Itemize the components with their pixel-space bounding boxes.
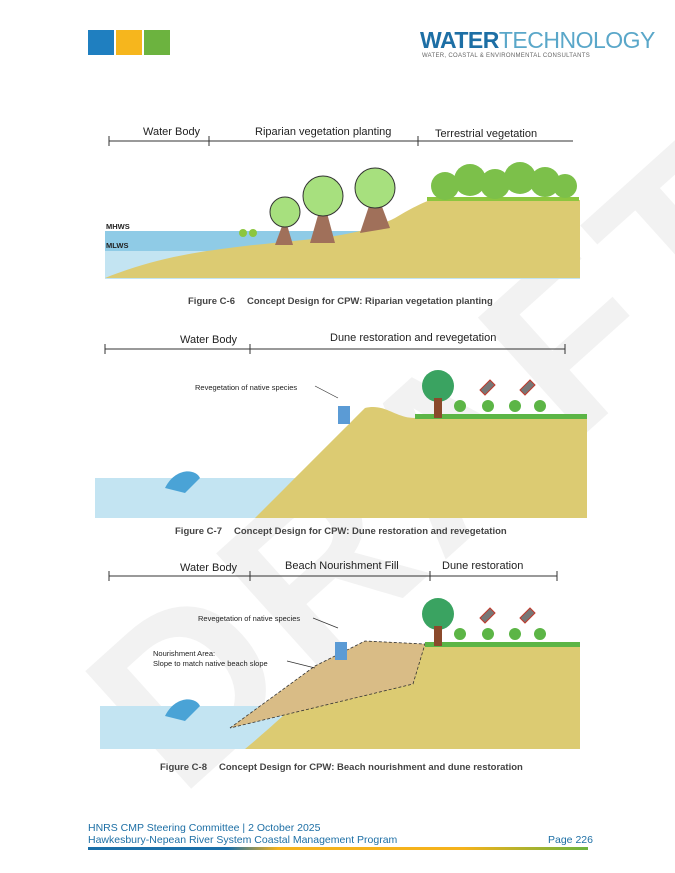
brand-tagline: WATER, COASTAL & ENVIRONMENTAL CONSULTAN… [421,53,590,59]
zone-label: Water Body [180,334,238,346]
terrestrial-shrubs [431,162,577,200]
figure-c7-diagram: Water Body Dune restoration and revegeta… [95,332,587,518]
gardener-icon [338,406,350,424]
dune-sand [245,641,580,749]
wave-icon [165,699,200,721]
gardener-icon [335,642,347,660]
zone-label: Water Body [143,126,201,138]
tree-icon [422,370,454,402]
zone-label: Dune restoration and revegetation [330,332,496,344]
annotation: Slope to match native beach slope [153,659,268,668]
shovel-icons [479,607,536,624]
dune-sand [255,406,587,518]
wave-icon [165,471,200,493]
nourishment-fill-area [229,640,426,729]
zone-label: Water Body [180,562,238,574]
shovel-icons [479,379,536,396]
logo-tile-green [144,30,170,55]
tree-icon [422,598,454,630]
logo-tile-blue [88,30,114,55]
zone-label: Terrestrial vegetation [435,128,537,140]
footer-line2: Hawkesbury-Nepean River System Coastal M… [88,834,398,846]
zone-label: Dune restoration [442,560,523,572]
annotation: Revegetation of native species [198,614,300,623]
annotation: Revegetation of native species [195,383,297,392]
zone-arrows [108,136,573,146]
zone-label: Beach Nourishment Fill [285,560,399,572]
footer-color-bar [88,847,588,850]
water-technology-logo: WATERTECHNOLOGY WATER, COASTAL & ENVIRON… [420,27,655,59]
figure-c8-diagram: Water Body Beach Nourishment Fill Dune r… [100,560,580,749]
annotation: Nourishment Area: [153,649,215,658]
seedling-icons [454,400,546,412]
brand-bold: WATER [420,27,499,53]
logo-tile-yellow [116,30,142,55]
level-mlws: MLWS [106,241,129,250]
level-mhws: MHWS [106,222,130,231]
footer-line1: HNRS CMP Steering Committee | 2 October … [88,822,321,834]
seedling-icons [454,628,546,640]
brand-light: TECHNOLOGY [498,27,656,53]
zone-arrows [108,571,558,581]
zone-label: Riparian vegetation planting [255,126,391,138]
bank-sand [105,200,580,278]
figure-c6-diagram: Water Body Riparian vegetation planting … [105,126,580,279]
zone-arrows [104,344,566,354]
mangrove-trees [239,167,396,245]
page-number: Page 226 [548,834,593,846]
